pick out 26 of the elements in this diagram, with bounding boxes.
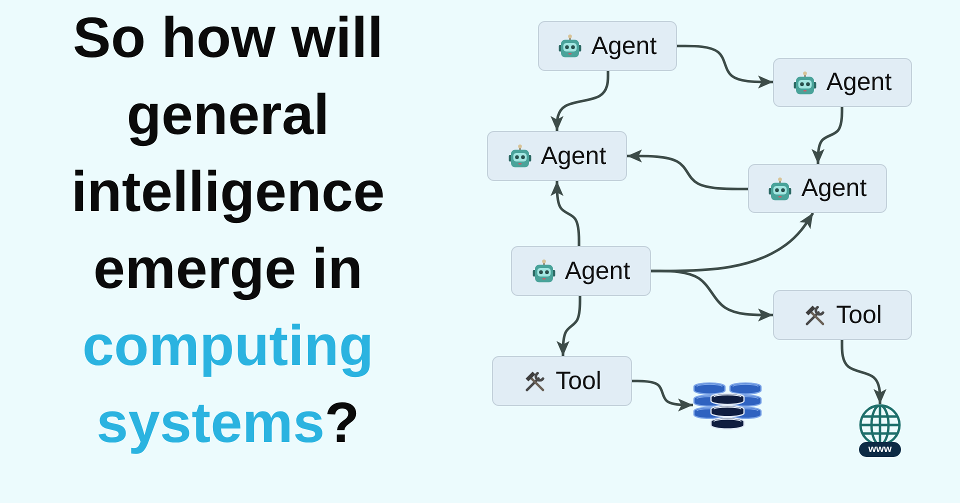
arrow [677, 44, 773, 88]
node-label: Agent [801, 174, 867, 203]
node-label: Tool [836, 300, 882, 330]
node-box [748, 164, 887, 213]
node-label: Agent [564, 256, 630, 286]
www-label: www [859, 442, 901, 457]
arrow [550, 71, 610, 131]
node-label: Agent [591, 32, 657, 60]
node-label: Agent [540, 142, 606, 170]
arrow [632, 380, 693, 412]
arrow [840, 340, 886, 404]
node-box [538, 21, 677, 71]
node-label: Tool [556, 366, 602, 396]
node-box [773, 290, 912, 340]
arrow [550, 181, 580, 246]
node-box [773, 58, 912, 107]
arrow [651, 270, 773, 322]
arrow [627, 150, 748, 190]
node-box [511, 246, 651, 296]
arrow [556, 296, 582, 356]
node-box [487, 131, 627, 181]
node-box [492, 356, 632, 406]
arrow [812, 107, 844, 164]
title-heading: So how will general intelligence emerge in computing systems? [70, 5, 386, 457]
node-label: Agent [826, 68, 892, 97]
database-icon [693, 382, 762, 430]
